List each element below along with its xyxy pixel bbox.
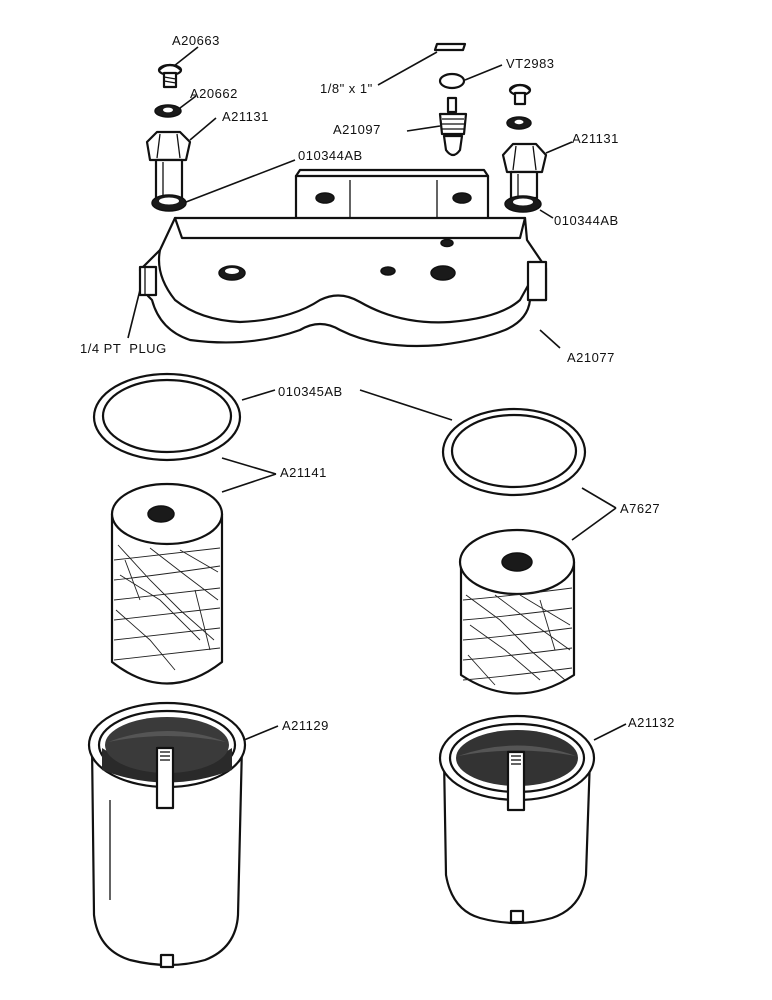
label-a20663: A20663 (172, 33, 220, 48)
label-plug: 1/4 PT PLUG (80, 341, 167, 356)
label-010344ab-left: 010344AB (298, 148, 363, 163)
filter-bowl-a21132 (438, 714, 596, 925)
label-a21141: A21141 (280, 465, 327, 480)
label-a20662: A20662 (190, 86, 238, 101)
washer-a20662 (154, 104, 182, 118)
filter-head-a21077 (138, 168, 548, 348)
label-a21131-left: A21131 (222, 109, 269, 124)
filter-element-a7627 (458, 528, 576, 695)
label-a21129: A21129 (282, 718, 329, 733)
bolt-a21131-left (145, 130, 192, 200)
leader-lines (127, 46, 627, 741)
label-010344ab-right: 010344AB (554, 213, 619, 228)
gasket-010344ab-right (504, 195, 542, 213)
label-a21097: A21097 (333, 122, 381, 137)
screw-right (508, 83, 532, 106)
washer-right (506, 116, 532, 130)
screw-a20663 (157, 63, 183, 89)
label-010345ab: 010345AB (278, 384, 343, 399)
label-a21131-right: A21131 (572, 131, 619, 146)
filter-element-a21141 (110, 482, 224, 685)
label-a7627: A7627 (620, 501, 660, 516)
gasket-010344ab-left (151, 194, 187, 212)
label-a21132: A21132 (628, 715, 675, 730)
valve-a21097 (438, 96, 468, 157)
filter-bowl-a21129 (87, 701, 247, 969)
label-vt2983: VT2983 (506, 56, 555, 71)
label-a21077: A21077 (567, 350, 615, 365)
gasket-010345ab-right (441, 407, 587, 497)
label-pipe: 1/8" x 1" (320, 81, 373, 96)
gasket-010345ab-left (92, 372, 242, 462)
pin-1-8x1 (433, 42, 467, 52)
bolt-a21131-right (501, 142, 548, 200)
seal-ring-vt2983 (438, 72, 466, 90)
